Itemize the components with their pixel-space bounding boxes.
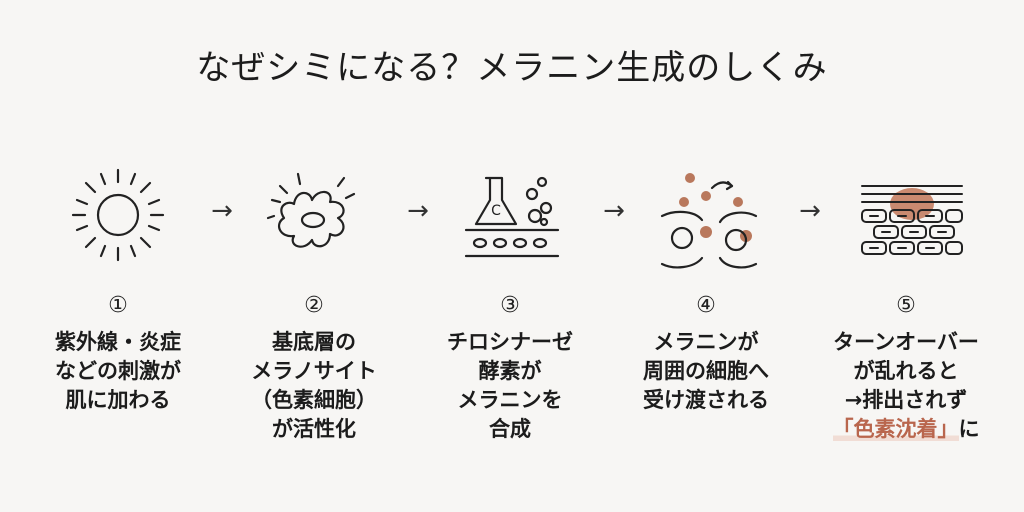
step-text: 酵素が (478, 359, 542, 383)
step-text-final: 「色素沈着」に (806, 415, 1006, 444)
arrow-icon: → (407, 196, 429, 226)
step-text: 周囲の細胞へ (643, 359, 769, 383)
step-3: ③ チロシナーゼ 酵素が メラニンを 合成 (410, 292, 610, 444)
step-text: チロシナーゼ (447, 330, 573, 354)
diagram-title: なぜシミになる？メラニン生成のしくみ (196, 48, 828, 88)
melanin-transfer-icon (646, 160, 766, 270)
step-text: 紫外線・炎症 (55, 330, 181, 354)
step-text: →排出されず (844, 388, 968, 412)
step-text-suffix: に (958, 417, 980, 441)
arrow-icon: → (211, 196, 233, 226)
step-text: 肌に加わる (65, 388, 171, 412)
step-number: ④ (696, 293, 716, 318)
step-text: （色素細胞） (251, 388, 377, 412)
step-number: ② (304, 293, 324, 318)
step-5: ⑤ ターンオーバー が乱れると →排出されず 「色素沈着」に (806, 292, 1006, 444)
step-number: ⑤ (896, 293, 916, 318)
step-text: などの刺激が (55, 359, 181, 383)
enzyme-flask-icon: C (450, 160, 570, 270)
step-text: ターンオーバー (833, 330, 979, 354)
arrow-icon: → (603, 196, 625, 226)
flask-label: C (491, 203, 501, 219)
step-text: が活性化 (272, 417, 356, 441)
step-2: ② 基底層の メラノサイト （色素細胞） が活性化 (214, 292, 414, 444)
step-1: ① 紫外線・炎症 などの刺激が 肌に加わる (18, 292, 218, 415)
step-number: ① (108, 293, 128, 318)
step-text: が乱れると (853, 359, 959, 383)
arrow-icon: → (799, 196, 821, 226)
step-text: メラニンが (653, 330, 759, 354)
skin-cells-stain-icon (852, 160, 972, 270)
step-text: 受け渡される (643, 388, 769, 412)
step-text: 合成 (489, 417, 531, 441)
melanocyte-icon (254, 160, 374, 270)
step-4: ④ メラニンが 周囲の細胞へ 受け渡される (606, 292, 806, 415)
step-text: 基底層の (272, 330, 356, 354)
step-number: ③ (500, 293, 520, 318)
sun-icon (58, 160, 178, 270)
step-text: メラノサイト (251, 359, 377, 383)
highlight-text: 「色素沈着」 (832, 417, 959, 441)
step-text: メラニンを (457, 388, 563, 412)
